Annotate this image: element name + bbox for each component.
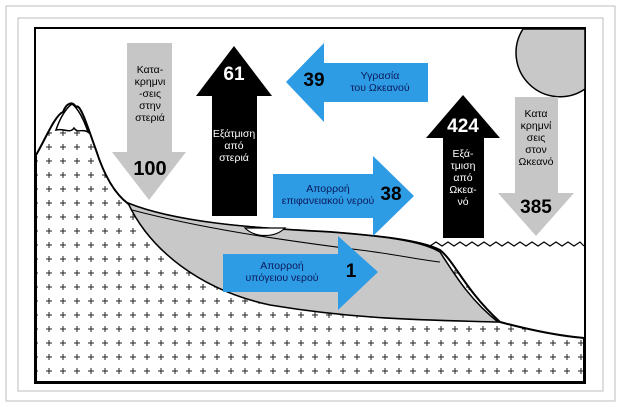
groundwater-runoff-label: Απορροή υπόγειου νερού (230, 260, 334, 284)
ocean-moisture-value: 39 (303, 70, 325, 91)
water-table-line (131, 209, 441, 263)
precip-ocean-label: Κατα κρημνί σεις στον Ωκεανό (510, 108, 562, 168)
evap-land-line: Εξάτμιση (212, 128, 256, 140)
groundwater-runoff-value: 1 (345, 261, 357, 282)
precip-ocean-line: Ωκεανό (518, 156, 554, 169)
ocean-moisture-arrow (286, 43, 428, 122)
ocean-moisture-line: Υγρασία (360, 70, 400, 82)
groundwater-runoff-arrow (223, 236, 378, 310)
surface-runoff-arrow (273, 156, 414, 236)
surface-runoff-line: Απορροή (306, 183, 350, 195)
precip-land-label: Κατα- κρημνι -σεις στην στεριά (122, 64, 178, 124)
sun-shape (515, 28, 586, 98)
surface-runoff-value: 38 (380, 184, 402, 205)
groundwater-runoff-line: υπόγειου νερού (245, 272, 319, 285)
precip-ocean-arrow (498, 97, 574, 236)
evap-ocean-value: 424 (447, 116, 479, 137)
precip-land-line: κρημνι (134, 76, 166, 89)
ocean-surface (429, 241, 585, 247)
evap-land-value: 61 (223, 64, 245, 85)
evap-ocean-line: τμιση (450, 160, 476, 173)
precip-land-arrow (112, 43, 186, 200)
evap-land-label: Εξάτμιση από στεριά (206, 128, 262, 164)
outer-border (5, 5, 616, 402)
precip-land-value: 100 (133, 158, 167, 180)
precip-land-line: Κατα- (136, 64, 164, 76)
precip-ocean-line: κρημνί (520, 120, 552, 133)
surface-runoff-line: επιφανειακού νερού (281, 195, 375, 208)
ocean-moisture-label: Υγρασία του Ωκεανού (336, 70, 424, 94)
precip-land-line: στεριά (135, 112, 165, 125)
evap-ocean-line: από (453, 172, 473, 185)
evap-land-line: από (224, 140, 244, 153)
evap-ocean-line: νό (457, 196, 469, 209)
evap-land-arrow (196, 46, 272, 216)
precip-land-line: στην (139, 100, 161, 113)
evap-ocean-arrow (426, 95, 500, 238)
evap-ocean-line: Ωκεα- (449, 184, 477, 197)
evap-ocean-label: Εξά- τμιση από Ωκεα- νό (440, 148, 486, 208)
precip-ocean-line: στον (525, 144, 547, 157)
groundwater-runoff-line: Απορροή (260, 260, 304, 272)
evap-land-line: στεριά (219, 152, 249, 165)
surface-runoff-label: Απορροή επιφανειακού νερού (276, 183, 380, 207)
precip-land-line: -σεις (138, 88, 162, 101)
evap-ocean-line: Εξά- (452, 148, 474, 160)
inner-border (17, 17, 604, 392)
precip-ocean-line: σεις (526, 132, 546, 145)
snow-cap (54, 103, 90, 134)
precip-ocean-value: 385 (520, 197, 552, 218)
precip-ocean-line: Κατα (524, 108, 548, 120)
ocean-moisture-line: του Ωκεανού (350, 82, 410, 95)
lake (243, 227, 287, 237)
